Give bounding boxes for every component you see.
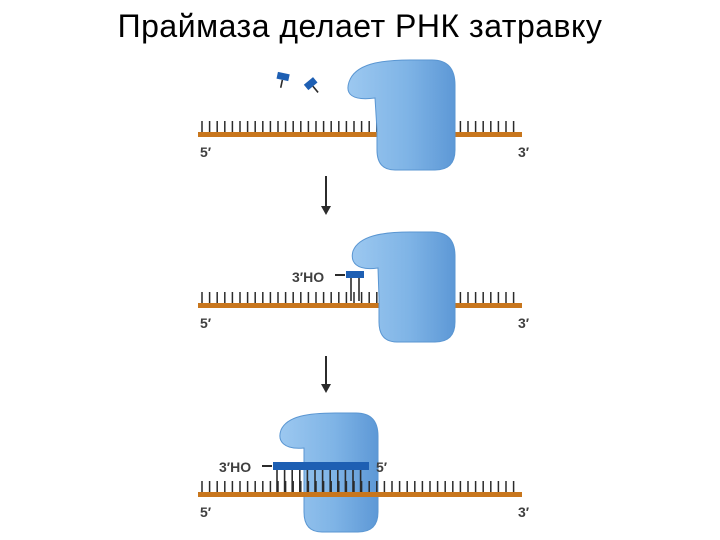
rna-primer	[273, 462, 369, 492]
end-label-5: 5′	[200, 315, 212, 331]
primer-label-3-ho: 3′HO	[292, 269, 324, 285]
slide-title: Праймаза делает РНК затравку	[117, 8, 603, 44]
end-label-5: 5′	[200, 144, 212, 160]
primase-enzyme-icon	[347, 59, 456, 171]
nucleotide-icon	[276, 71, 290, 88]
primase-enzyme-icon	[351, 231, 456, 343]
panel-2: 5′ 3′ 3′HO	[198, 231, 530, 343]
down-arrow-icon	[321, 356, 331, 393]
rna-primer	[346, 271, 364, 301]
template-strand	[198, 132, 522, 137]
end-label-3: 3′	[518, 504, 530, 520]
nucleotide-icon	[303, 77, 319, 93]
template-strand	[198, 492, 522, 497]
down-arrow-icon	[321, 176, 331, 215]
panel-3: 5′ 3′ 3′HO 5′	[198, 412, 530, 533]
primer-label-3-ho: 3′HO	[219, 459, 251, 475]
primer-label-5: 5′	[376, 459, 388, 475]
template-strand	[198, 303, 522, 308]
end-label-3: 3′	[518, 144, 530, 160]
template-ticks	[201, 481, 515, 493]
primase-enzyme-icon	[279, 412, 379, 533]
template-ticks	[201, 121, 515, 133]
panel-1: 5′ 3′	[198, 59, 530, 171]
end-label-5: 5′	[200, 504, 212, 520]
end-label-3: 3′	[518, 315, 530, 331]
template-ticks	[201, 292, 515, 304]
